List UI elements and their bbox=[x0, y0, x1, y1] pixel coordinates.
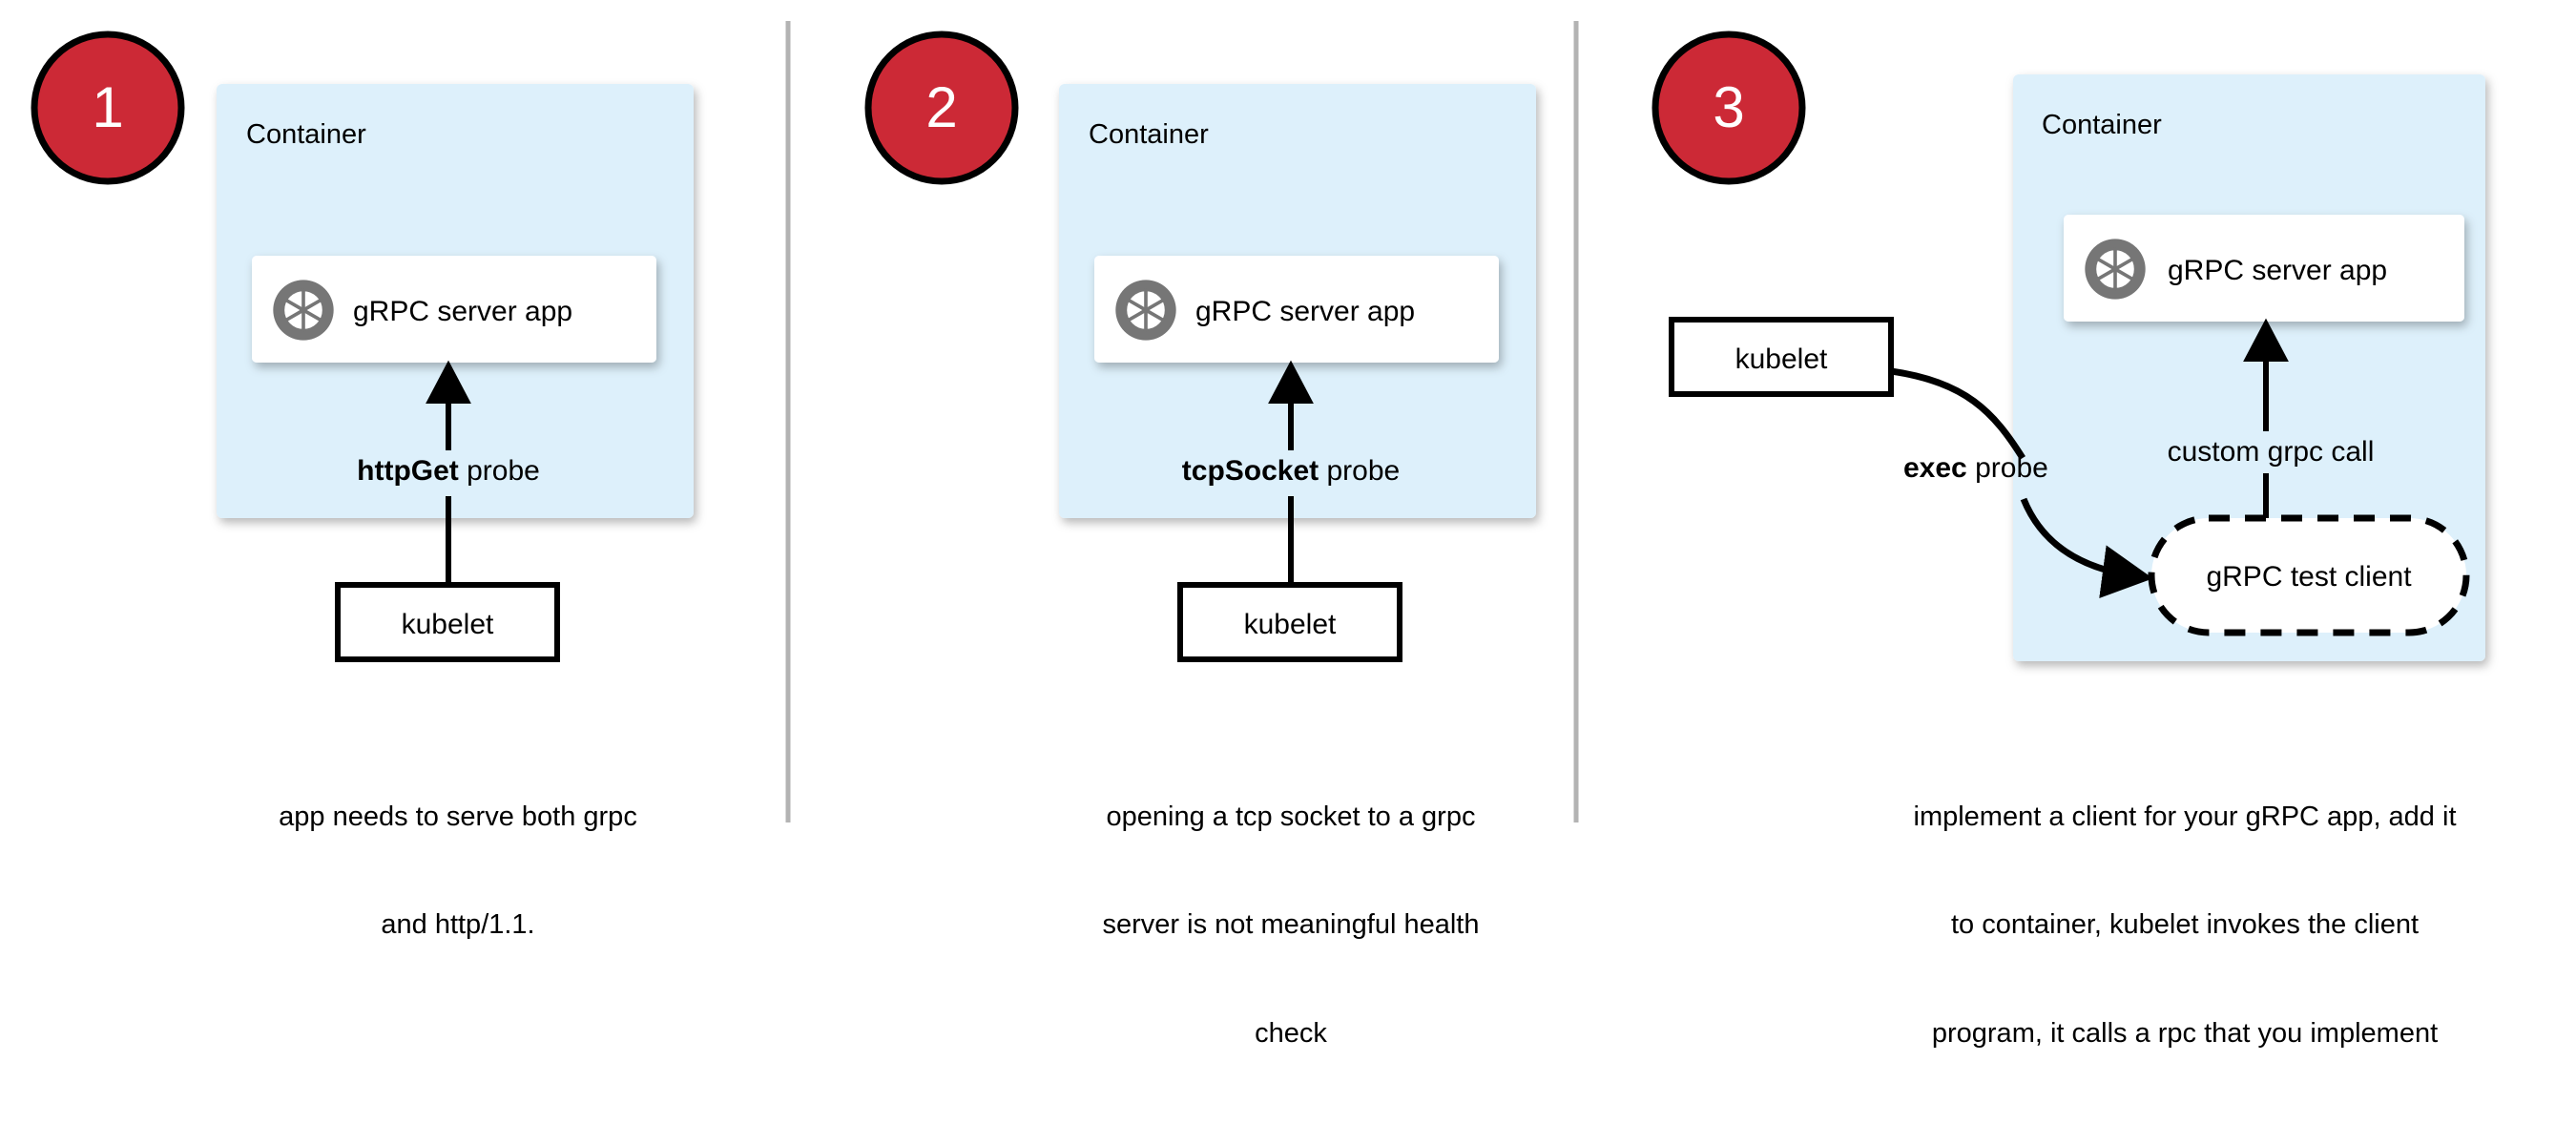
panel-1-kubelet-box bbox=[335, 582, 560, 662]
panel-2-container-label: Container bbox=[1089, 119, 1209, 150]
panel-1-kubelet-label: kubelet bbox=[401, 609, 494, 640]
panel-2-app-node-label: gRPC server app bbox=[1195, 296, 1416, 327]
panel-1-caption: app needs to serve both grpc and http/1.… bbox=[191, 728, 725, 1016]
panel-2-caption-line: server is not meaningful health bbox=[1102, 909, 1480, 941]
panel-3-kubelet-label: kubelet bbox=[1735, 343, 1828, 375]
panel-3-app-node-label: gRPC server app bbox=[2168, 255, 2388, 286]
panel-2-caption: opening a tcp socket to a grpc server is… bbox=[1024, 728, 1558, 1124]
panel-3-exec-probe-arrow-tail bbox=[2020, 497, 2153, 598]
panel-1-step-badge-label: 1 bbox=[92, 75, 124, 139]
panel-2-kubelet-label: kubelet bbox=[1243, 609, 1337, 640]
panel-2-step-badge-label: 2 bbox=[925, 75, 958, 139]
panel-3-container-label: Container bbox=[2042, 110, 2162, 140]
panel-3-exec-probe-arrow bbox=[1890, 367, 2025, 460]
panel-3-graphics bbox=[1652, 31, 2485, 661]
panel-3-probe-label-rest: probe bbox=[1966, 452, 2048, 484]
panel-2-kubelet-box bbox=[1177, 582, 1402, 662]
panel-3-app-node-box bbox=[2064, 215, 2464, 322]
panel-3-probe-label-bold: exec bbox=[1903, 452, 1967, 484]
panel-1-app-node-label: gRPC server app bbox=[353, 296, 573, 327]
panel-1-probe-label-rest: probe bbox=[458, 455, 540, 487]
panel-1-step-badge-circle bbox=[31, 31, 185, 185]
panel-1-grpc-aperture-icon bbox=[272, 279, 335, 342]
panel-2-grpc-aperture-icon bbox=[1114, 279, 1177, 342]
panel-1-probe-label: httpGet probe bbox=[267, 453, 630, 489]
panel-1-caption-line: app needs to serve both grpc bbox=[279, 801, 637, 833]
panel-2-caption-line: check bbox=[1255, 1017, 1327, 1049]
panel-2-app-node-box bbox=[1094, 256, 1499, 363]
panel-3-custom-call-label: custom grpc call bbox=[2167, 436, 2375, 468]
panel-1-container-label: Container bbox=[246, 119, 366, 150]
panel-3-client-node-box bbox=[2148, 514, 2470, 636]
panel-1-graphics bbox=[31, 31, 694, 662]
panel-3-probe-label: exec probe bbox=[1903, 450, 2048, 487]
panel-1-probe-label-bold: httpGet bbox=[357, 455, 459, 487]
panel-3-step-badge-circle bbox=[1652, 31, 1806, 185]
panel-2-probe-label-rest: probe bbox=[1319, 455, 1401, 487]
panel-1-caption-line: and http/1.1. bbox=[381, 909, 535, 941]
panel-2-probe-label: tcpSocket probe bbox=[1110, 453, 1472, 489]
diagram-canvas: 1 Container gRPC server app httpGet prob… bbox=[31, 21, 2485, 1049]
panel-3-caption-line: to container, kubelet invokes the client bbox=[1950, 909, 2420, 941]
panel-3-client-node-label: gRPC test client bbox=[2206, 561, 2412, 593]
panel-1-app-node-box bbox=[252, 256, 656, 363]
panel-3-caption: implement a client for your gRPC app, ad… bbox=[1841, 728, 2528, 1124]
panel-2-step-badge-circle bbox=[864, 31, 1019, 185]
panel-3-caption-line: program, it calls a rpc that you impleme… bbox=[1931, 1017, 2439, 1049]
panel-3-kubelet-box bbox=[1669, 317, 1894, 397]
panel-2-graphics bbox=[864, 31, 1536, 662]
panel-3-grpc-aperture-icon bbox=[2084, 238, 2147, 301]
panel-2-probe-label-bold: tcpSocket bbox=[1181, 455, 1319, 487]
panel-3-caption-line: implement a client for your gRPC app, ad… bbox=[1913, 801, 2457, 833]
diagram-svg bbox=[31, 21, 2485, 822]
panel-3-step-badge-label: 3 bbox=[1713, 75, 1745, 139]
panel-2-caption-line: opening a tcp socket to a grpc bbox=[1106, 801, 1476, 833]
